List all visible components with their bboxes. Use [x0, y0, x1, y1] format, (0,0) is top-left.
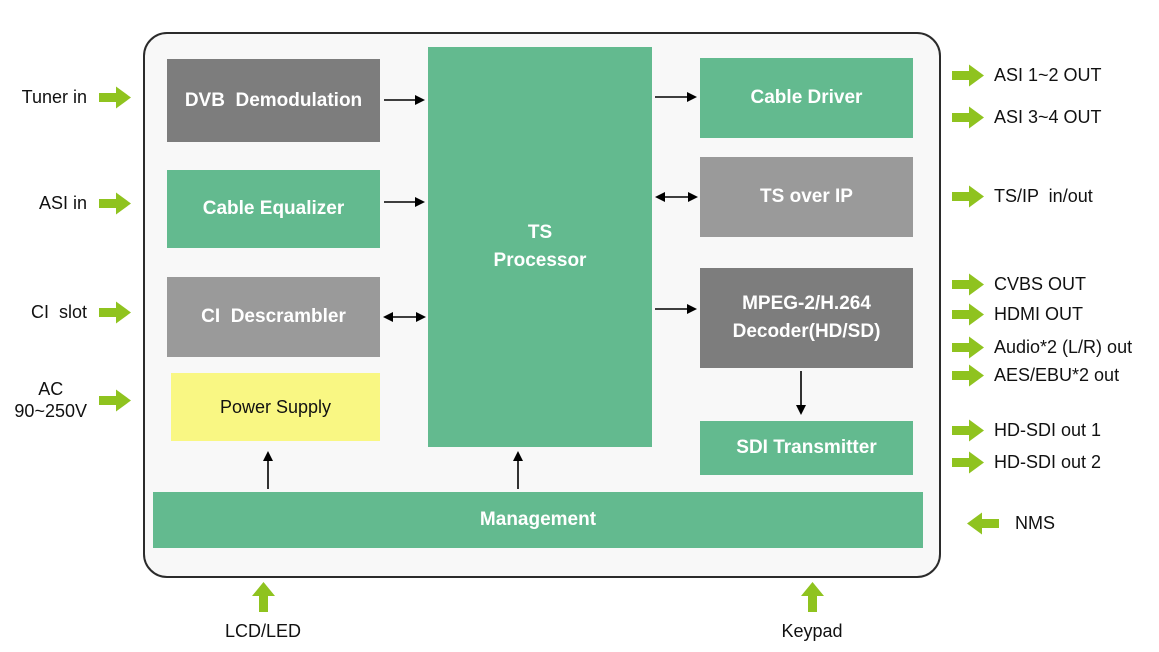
port-ts-ip-in-out: TS/IP in/out — [952, 183, 1093, 209]
input-ci-slot: CI slot — [0, 299, 132, 325]
input-label: Tuner in — [21, 86, 87, 107]
right-arrow-icon — [99, 301, 131, 323]
block-mpeg-decoder: MPEG-2/H.264 Decoder(HD/SD) — [700, 268, 913, 368]
block-ci-descrambler: CI Descrambler — [167, 277, 380, 357]
block-label: Management — [479, 509, 597, 531]
block-cable-driver: Cable Driver — [700, 58, 913, 138]
output-label: ASI 3~4 OUT — [994, 106, 1102, 127]
output-audio: Audio*2 (L/R) out — [952, 334, 1132, 360]
right-arrow-icon — [952, 303, 984, 325]
right-arrow-icon — [952, 64, 984, 86]
left-arrow-icon — [967, 512, 999, 534]
block-label: Cable Equalizer — [202, 198, 345, 220]
output-label: NMS — [1015, 512, 1055, 533]
block-label: DVB Demodulation — [184, 89, 363, 111]
right-arrow-icon — [952, 273, 984, 295]
right-arrow-icon — [952, 364, 984, 386]
port-nms: NMS — [966, 510, 1055, 536]
right-arrow-icon — [99, 86, 131, 108]
block-label: Power Supply — [219, 396, 332, 417]
right-arrow-icon — [952, 451, 984, 473]
input-lcd-led: LCD/LED — [193, 582, 333, 643]
input-label: CI slot — [30, 301, 87, 322]
input-ac-power: AC 90~250V — [0, 378, 132, 422]
block-label: Cable Driver — [750, 87, 863, 109]
right-arrow-icon — [952, 419, 984, 441]
output-hd-sdi-2: HD-SDI out 2 — [952, 449, 1101, 475]
output-hdmi: HDMI OUT — [952, 301, 1083, 327]
block-label: CI Descrambler — [201, 306, 346, 328]
output-label: CVBS OUT — [994, 273, 1087, 294]
block-management: Management — [153, 492, 923, 548]
output-cvbs: CVBS OUT — [952, 271, 1086, 297]
block-ts-over-ip: TS over IP — [700, 157, 913, 237]
block-label: TS Processor — [493, 222, 587, 271]
block-dvb-demodulation: DVB Demodulation — [167, 59, 380, 142]
input-tuner-in: Tuner in — [0, 84, 132, 110]
block-ts-processor: TS Processor — [428, 47, 652, 447]
output-label: Audio*2 (L/R) out — [994, 336, 1133, 357]
output-label: HD-SDI out 2 — [994, 451, 1102, 472]
right-arrow-icon — [952, 336, 984, 358]
right-arrow-icon — [99, 192, 131, 214]
output-label: TS/IP in/out — [994, 185, 1093, 206]
input-label: LCD/LED — [224, 621, 302, 641]
right-arrow-icon — [952, 185, 984, 207]
output-label: HD-SDI out 1 — [994, 419, 1102, 440]
output-asi-1-2: ASI 1~2 OUT — [952, 62, 1102, 88]
right-arrow-icon — [99, 389, 131, 411]
right-arrow-icon — [952, 106, 984, 128]
output-label: HDMI OUT — [994, 303, 1083, 324]
block-sdi-transmitter: SDI Transmitter — [700, 421, 913, 475]
up-arrow-icon — [800, 582, 824, 612]
input-label: Keypad — [781, 621, 843, 641]
up-arrow-icon — [251, 582, 275, 612]
input-label: AC 90~250V — [14, 378, 87, 422]
block-label: TS over IP — [760, 186, 853, 208]
block-cable-equalizer: Cable Equalizer — [167, 170, 380, 248]
output-label: AES/EBU*2 out — [994, 364, 1120, 385]
input-keypad: Keypad — [742, 582, 882, 643]
block-label: MPEG-2/H.264 Decoder(HD/SD) — [732, 293, 881, 342]
output-aes-ebu: AES/EBU*2 out — [952, 362, 1119, 388]
output-asi-3-4: ASI 3~4 OUT — [952, 104, 1102, 130]
input-asi-in: ASI in — [0, 190, 132, 216]
block-power-supply: Power Supply — [171, 373, 380, 441]
output-hd-sdi-1: HD-SDI out 1 — [952, 417, 1101, 443]
block-label: SDI Transmitter — [736, 437, 877, 459]
output-label: ASI 1~2 OUT — [994, 64, 1102, 85]
input-label: ASI in — [38, 192, 87, 213]
